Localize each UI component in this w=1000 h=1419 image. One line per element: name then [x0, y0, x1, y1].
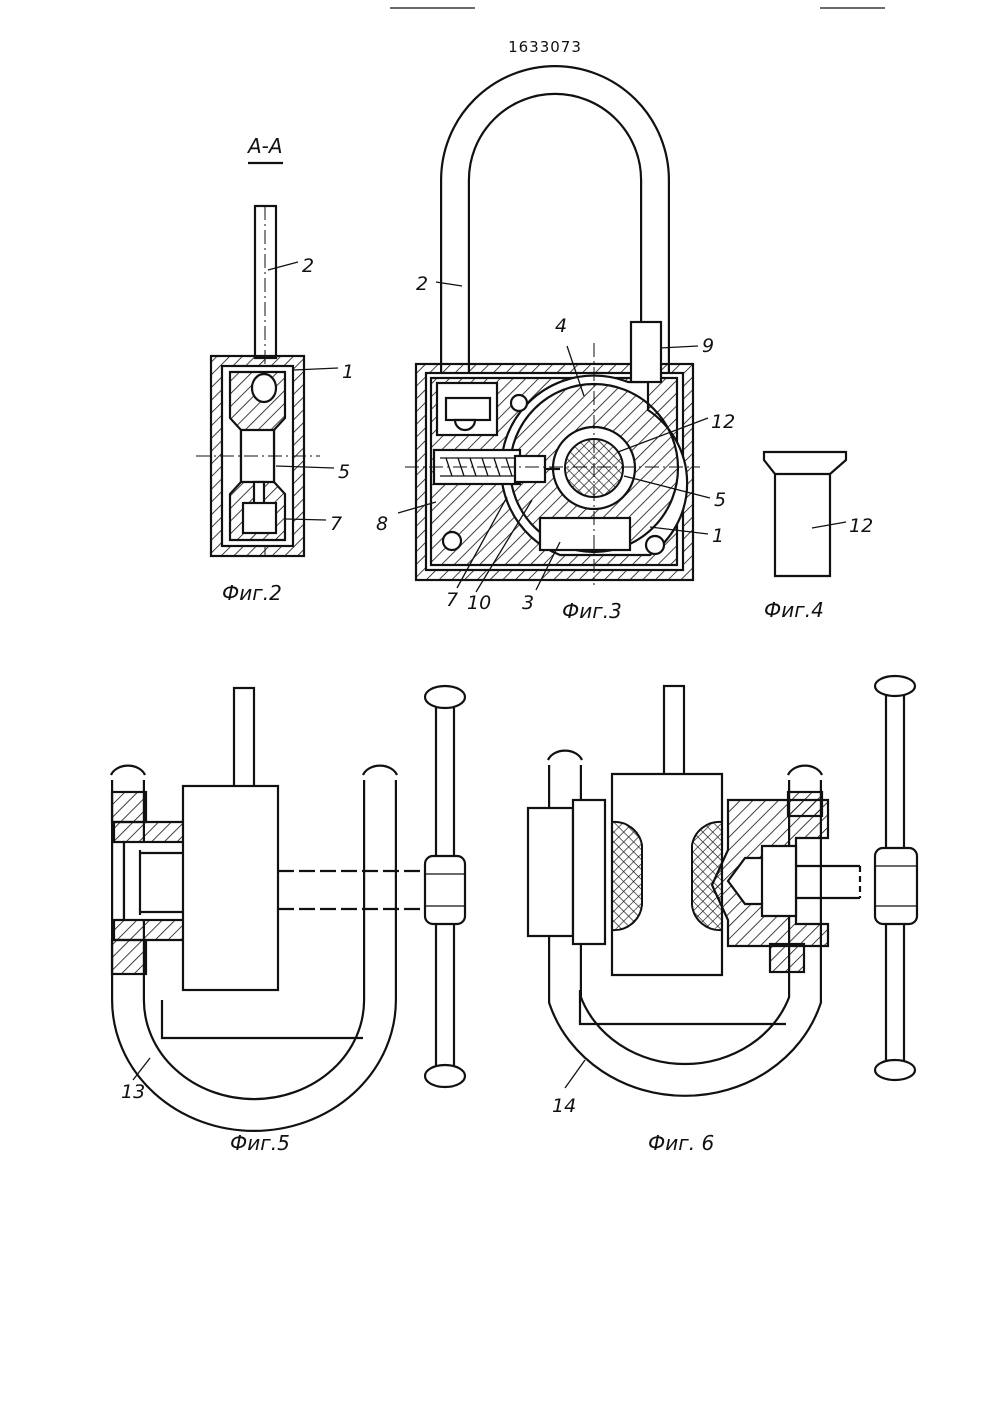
fig2-caption: Фиг.2	[222, 581, 282, 605]
fig2-label-1: 1	[342, 361, 354, 383]
fig3-label-2: 2	[416, 273, 428, 295]
fig2-label-2: 2	[302, 255, 314, 277]
fig4-caption: Фиг.4	[764, 598, 824, 622]
fig2-label-7: 7	[330, 513, 342, 535]
fig6-caption: Фиг. 6	[648, 1131, 714, 1155]
fig3-caption: Фиг.3	[562, 599, 622, 623]
fig3-label-10: 10	[467, 592, 491, 614]
fig3-label-8: 8	[376, 513, 388, 535]
fig3-label-3: 3	[522, 592, 534, 614]
figure-4: 12 Фиг.4	[762, 450, 873, 622]
fig3-label-5: 5	[714, 489, 726, 511]
fig2-label-5: 5	[338, 461, 350, 483]
figure-6: 14 Фиг. 6	[526, 674, 919, 1155]
figure-3: 2 4 9 12 5 1 8 7 10 3 Фиг.3	[376, 65, 735, 623]
figure-5: 13 Фиг.5	[109, 684, 467, 1155]
fig3-label-7: 7	[446, 589, 458, 611]
section-label: А-А	[246, 134, 283, 158]
fig3-label-9: 9	[702, 335, 714, 357]
patent-number: 1633073	[508, 38, 582, 56]
fig3-label-12: 12	[711, 411, 735, 433]
fig4-label-12: 12	[849, 515, 873, 537]
figure-2: А-А 2 1 5 7 Фиг.2	[196, 134, 354, 605]
fig6-label-14: 14	[552, 1095, 576, 1117]
fig3-label-4: 4	[555, 315, 567, 337]
fig5-label-13: 13	[121, 1081, 145, 1103]
fig3-label-1: 1	[712, 525, 724, 547]
fig5-caption: Фиг.5	[230, 1131, 290, 1155]
